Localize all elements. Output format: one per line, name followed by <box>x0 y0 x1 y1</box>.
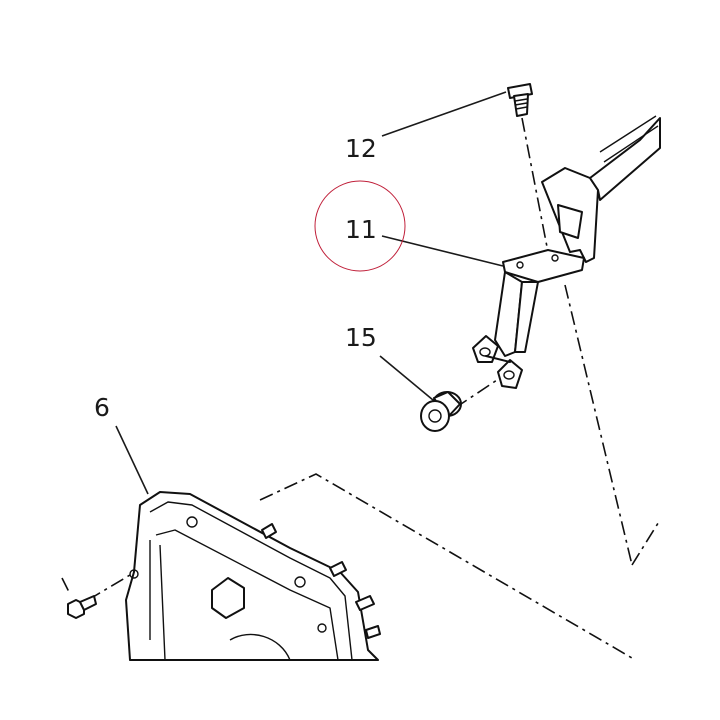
screw-lower-left[interactable] <box>67 595 97 619</box>
callout-6[interactable]: 6 <box>94 393 110 422</box>
callout-11[interactable]: 11 <box>345 215 377 244</box>
leader-lines <box>115 91 507 495</box>
bracket-part-11[interactable] <box>472 115 661 389</box>
cover-part-6[interactable] <box>125 491 381 661</box>
callout-11-highlight-circle <box>314 180 406 272</box>
assembly-lines <box>61 117 661 659</box>
callout-12[interactable]: 12 <box>345 134 377 163</box>
screw-part-12[interactable] <box>507 83 533 117</box>
callout-15[interactable]: 15 <box>345 323 377 352</box>
grommet-part-15[interactable] <box>420 391 462 432</box>
